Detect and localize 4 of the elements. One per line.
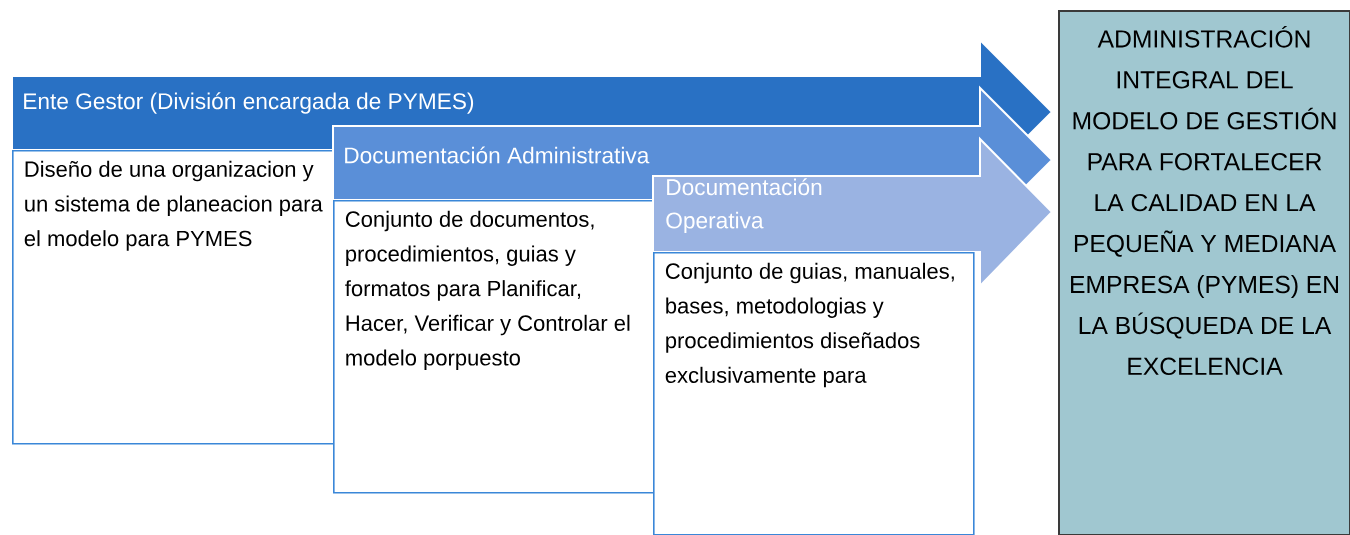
text-box: Conjunto de guias, manuales, bases, metodologias y procedimientos diseñados exclusivamente para xyxy=(653,252,975,535)
goal-box: ADMINISTRACIÓN INTEGRAL DEL MODELO DE GESTIÓN PARA FORTALECER LA CALIDAD EN LA PEQUEÑA Y MEDIANA EMPRESA (PYMES) EN LA BÚSQUEDA DE LA EXCELENCIA xyxy=(1058,10,1350,535)
text-box: Diseño de una organizacion y un sistema de planeacion para el modelo para PYMES xyxy=(12,150,335,445)
text-box: Conjunto de documentos, procedimientos, guias y formatos para Planificar, Hacer, Verificar y Controlar el modelo porpuesto xyxy=(333,200,655,494)
